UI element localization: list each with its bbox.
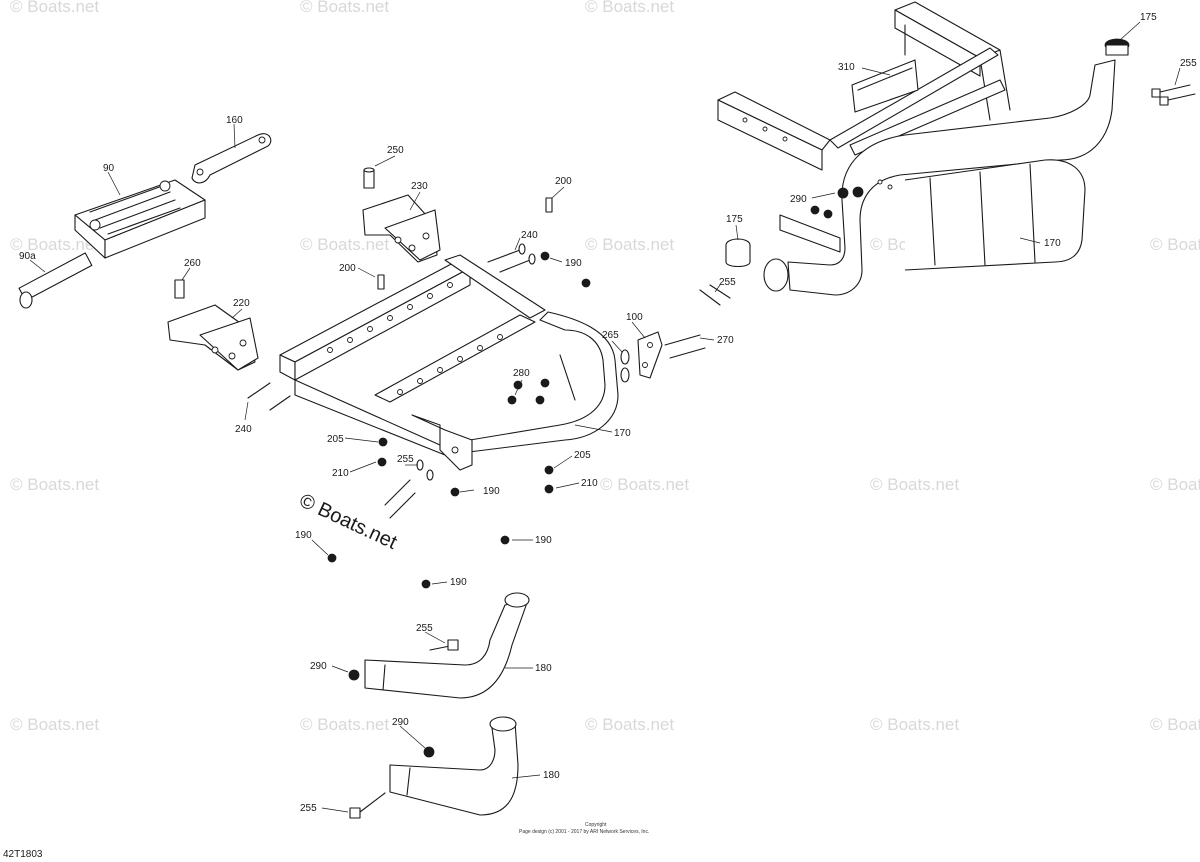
callout-200-top: 200 [555, 176, 572, 187]
callout-160: 160 [226, 115, 243, 126]
watermark-grid: © Boats.net © Boats.net © Boats.net © Bo… [10, 0, 1200, 734]
callout-220: 220 [233, 298, 250, 309]
callout-210-left: 210 [332, 468, 349, 479]
copyright-line-1: Copyright [585, 822, 607, 828]
callout-260: 260 [184, 258, 201, 269]
watermark: © Boats.net [10, 475, 99, 494]
tube-180-upper [348, 592, 530, 699]
callout-180-lower: 180 [543, 770, 560, 781]
callout-255-lowest: 255 [300, 803, 317, 814]
watermark: © Boats.net [585, 715, 674, 734]
callout-310: 310 [838, 62, 855, 73]
callout-190-lower: 190 [535, 535, 552, 546]
callout-200-mid: 200 [339, 263, 356, 274]
callout-255-bottom: 255 [416, 623, 433, 634]
callout-175-left: 175 [726, 214, 743, 225]
copyright-line-2: Page design (c) 2001 - 2017 by ARI Netwo… [519, 829, 649, 835]
watermark: © Boats.net [1150, 715, 1200, 734]
bracket-220 [167, 279, 259, 371]
front-bumper-assembly [717, 1, 1196, 296]
callout-290-upper: 290 [310, 661, 327, 672]
leader-lines [29, 21, 1181, 813]
callout-255-left: 255 [397, 454, 414, 465]
diagram-code: 42T1803 [3, 849, 43, 860]
callout-290-lower: 290 [392, 717, 409, 728]
callout-labels: 175 310 255 290 170 160 90 250 230 200 9… [19, 12, 1197, 814]
callout-175-top: 175 [1140, 12, 1157, 23]
watermark: © Boats.net [10, 235, 99, 254]
callout-205-right: 205 [574, 450, 591, 461]
watermark: © Boats.net [300, 0, 389, 16]
callout-180-upper: 180 [535, 663, 552, 674]
callout-230: 230 [411, 181, 428, 192]
watermark: © Boats.net [10, 0, 99, 16]
callout-170-right: 170 [1044, 238, 1061, 249]
callout-205-left: 205 [327, 434, 344, 445]
callout-290-right: 290 [790, 194, 807, 205]
watermark: © Boats.net [300, 715, 389, 734]
rear-frame-170 [279, 254, 619, 471]
watermark: © Boats.net [870, 475, 959, 494]
watermark: © Boats.net [1150, 475, 1200, 494]
callout-100: 100 [626, 312, 643, 323]
callout-250: 250 [387, 145, 404, 156]
callout-210-right: 210 [581, 478, 598, 489]
watermark: © Boats.net [600, 475, 689, 494]
center-watermark: © Boats.net [296, 490, 401, 554]
callout-190-top: 190 [565, 258, 582, 269]
watermark: © Boats.net [300, 235, 389, 254]
tool-kit [18, 133, 272, 309]
bracket-230 [362, 167, 441, 263]
callout-255-right: 255 [1180, 58, 1197, 69]
callout-170-mid: 170 [614, 428, 631, 439]
callout-90: 90 [103, 163, 115, 174]
tube-180-lower [349, 716, 519, 819]
callout-240-top: 240 [521, 230, 538, 241]
watermark: © Boats.net [10, 715, 99, 734]
callout-270: 270 [717, 335, 734, 346]
watermark: © Boats.net [585, 235, 674, 254]
callout-190-left: 190 [295, 530, 312, 541]
callout-265-right: 265 [602, 330, 619, 341]
watermark: © Boats.net [1150, 235, 1200, 254]
callout-90a: 90a [19, 251, 36, 262]
watermark: © Boats.net [870, 715, 959, 734]
callout-280: 280 [513, 368, 530, 379]
callout-240-left: 240 [235, 424, 252, 435]
watermark: © Boats.net [585, 0, 674, 16]
callout-190-bottom: 190 [450, 577, 467, 588]
callout-190-mid: 190 [483, 486, 500, 497]
callout-255-mid: 255 [719, 277, 736, 288]
slot-row [327, 282, 453, 353]
hardware [247, 197, 751, 589]
